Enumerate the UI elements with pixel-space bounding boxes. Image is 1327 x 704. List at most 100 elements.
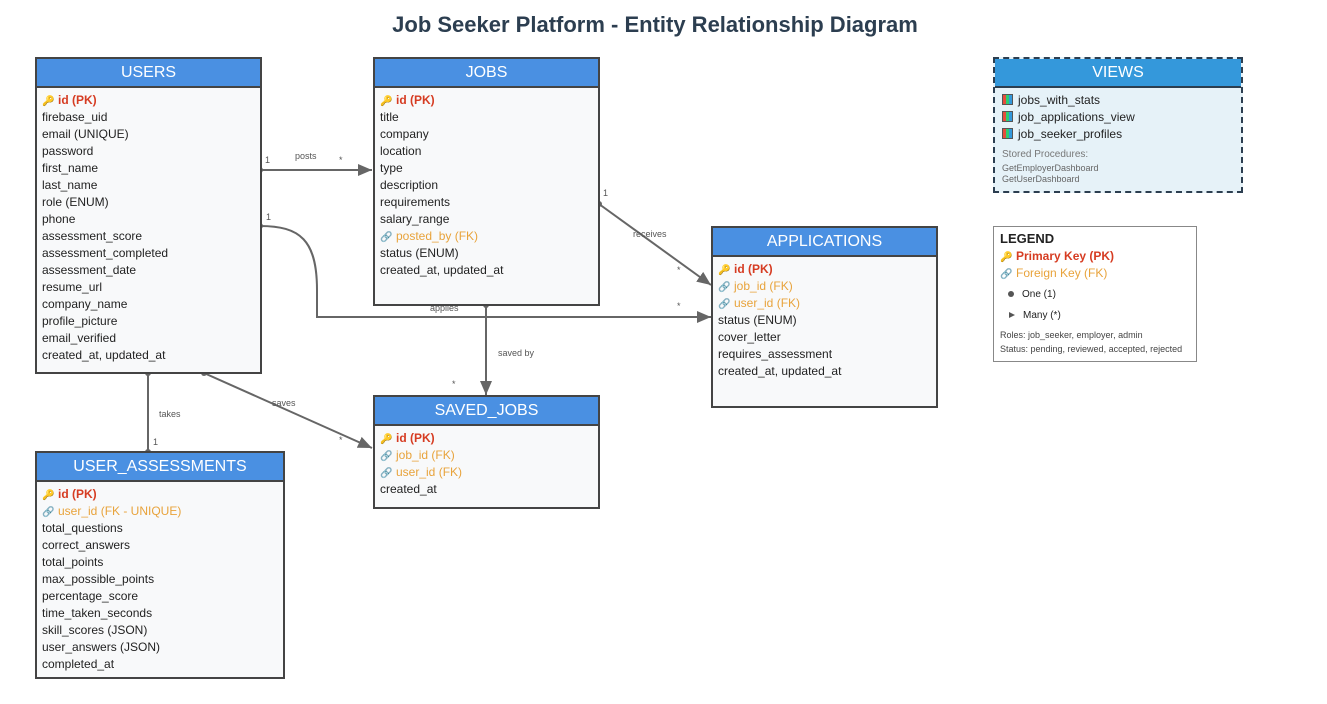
field: first_name [42, 161, 99, 175]
field-pk: 🔑id (PK) [718, 261, 936, 278]
field: phone [42, 212, 76, 226]
rel-receives-from: 1 [603, 188, 608, 198]
rel-saved-by-label: saved by [498, 348, 535, 358]
field: type [380, 161, 403, 175]
entity-saved-jobs-title: SAVED_JOBS [375, 397, 598, 426]
rel-saves-line [203, 372, 373, 449]
entity-applications-title: APPLICATIONS [713, 228, 936, 257]
rel-receives-label: receives [633, 229, 667, 239]
dot-icon [1008, 290, 1014, 297]
field: skill_scores (JSON) [42, 623, 148, 637]
link-icon: 🔗 [380, 451, 393, 462]
field-fk: 🔗job_id (FK) [718, 278, 936, 295]
field: firebase_uid [42, 110, 108, 124]
field: created_at, updated_at [42, 348, 166, 362]
link-icon: 🔗 [718, 282, 731, 293]
rel-saves-label: saves [272, 398, 296, 408]
field: last_name [42, 178, 98, 192]
views-box: VIEWS jobs_with_stats job_applications_v… [993, 57, 1243, 193]
field: time_taken_seconds [42, 606, 153, 620]
field: email_verified [42, 331, 117, 345]
field: password [42, 144, 94, 158]
legend-many: Many (*) [1000, 306, 1196, 325]
field: cover_letter [718, 330, 781, 344]
field: requires_assessment [718, 347, 833, 361]
key-icon: 🔑 [1000, 252, 1013, 263]
arrow-icon [1009, 312, 1015, 319]
field: status (ENUM) [380, 246, 459, 260]
link-icon: 🔗 [1000, 269, 1013, 280]
entity-user-assessments: USER_ASSESSMENTS 🔑id (PK) 🔗user_id (FK -… [35, 451, 285, 679]
entity-applications-fields: 🔑id (PK) 🔗job_id (FK) 🔗user_id (FK) stat… [713, 257, 936, 380]
link-icon: 🔗 [42, 507, 55, 518]
rel-receives-line [598, 203, 712, 286]
entity-jobs-title: JOBS [375, 59, 598, 88]
legend-fk: 🔗Foreign Key (FK) [1000, 266, 1108, 280]
field-fk: 🔗user_id (FK) [718, 295, 936, 312]
entity-applications: APPLICATIONS 🔑id (PK) 🔗job_id (FK) 🔗user… [711, 226, 938, 408]
field-pk: 🔑id (PK) [42, 486, 283, 503]
views-list: jobs_with_stats job_applications_view jo… [995, 88, 1241, 185]
field: company_name [42, 297, 128, 311]
stored-procedure: GetUserDashboard [1002, 174, 1080, 184]
legend-title: LEGEND [1000, 231, 1055, 246]
key-icon: 🔑 [380, 96, 393, 107]
field: total_questions [42, 521, 123, 535]
view-item: job_applications_view [1002, 109, 1241, 126]
legend-one: One (1) [1000, 285, 1196, 304]
field: salary_range [380, 212, 450, 226]
entity-saved-jobs: SAVED_JOBS 🔑id (PK) 🔗job_id (FK) 🔗user_i… [373, 395, 600, 509]
entity-jobs-fields: 🔑id (PK) title company location type des… [375, 88, 598, 279]
field: requirements [380, 195, 451, 209]
field: user_answers (JSON) [42, 640, 161, 654]
entity-users-title: USERS [37, 59, 260, 88]
rel-applies-from: 1 [266, 212, 271, 222]
rel-applies-line [259, 225, 711, 323]
entity-user-assessments-fields: 🔑id (PK) 🔗user_id (FK - UNIQUE) total_qu… [37, 482, 283, 673]
field: percentage_score [42, 589, 139, 603]
legend-status: Status: pending, reviewed, accepted, rej… [1000, 344, 1183, 354]
key-icon: 🔑 [42, 96, 55, 107]
legend-box: LEGEND 🔑Primary Key (PK) 🔗Foreign Key (F… [993, 226, 1197, 362]
field: title [380, 110, 399, 124]
view-item: job_seeker_profiles [1002, 126, 1241, 143]
field: resume_url [42, 280, 103, 294]
field-pk: 🔑id (PK) [380, 92, 598, 109]
legend-pk: 🔑Primary Key (PK) [1000, 249, 1115, 263]
field-fk: 🔗posted_by (FK) [380, 228, 598, 245]
link-icon: 🔗 [718, 299, 731, 310]
views-title: VIEWS [995, 59, 1241, 88]
field-fk: 🔗user_id (FK - UNIQUE) [42, 503, 283, 520]
entity-saved-jobs-fields: 🔑id (PK) 🔗job_id (FK) 🔗user_id (FK) crea… [375, 426, 598, 498]
bar-chart-icon [1002, 128, 1013, 139]
field: assessment_completed [42, 246, 169, 260]
rel-applies-to: * [677, 301, 681, 311]
field: location [380, 144, 422, 158]
field-fk: 🔗user_id (FK) [380, 464, 598, 481]
field: total_points [42, 555, 104, 569]
entity-users-fields: 🔑id (PK) firebase_uid email (UNIQUE) pas… [37, 88, 260, 364]
stored-procedure: GetEmployerDashboard [1002, 163, 1099, 173]
field-pk: 🔑id (PK) [42, 92, 260, 109]
rel-posts-to: * [339, 155, 343, 165]
field: completed_at [42, 657, 115, 671]
field-fk: 🔗job_id (FK) [380, 447, 598, 464]
field-pk: 🔑id (PK) [380, 430, 598, 447]
field: created_at, updated_at [380, 263, 504, 277]
field: status (ENUM) [718, 313, 797, 327]
field: assessment_date [42, 263, 137, 277]
rel-posts-label: posts [295, 151, 317, 161]
field: role (ENUM) [42, 195, 109, 209]
legend-roles: Roles: job_seeker, employer, admin [1000, 330, 1143, 340]
link-icon: 🔗 [380, 468, 393, 479]
field: assessment_score [42, 229, 143, 243]
field: description [380, 178, 439, 192]
entity-users: USERS 🔑id (PK) firebase_uid email (UNIQU… [35, 57, 262, 374]
rel-receives-to: * [677, 265, 681, 275]
rel-saves-to: * [339, 435, 343, 445]
rel-applies-label: applies [430, 303, 459, 313]
link-icon: 🔗 [380, 232, 393, 243]
field: created_at, updated_at [718, 364, 842, 378]
rel-takes-to: 1 [153, 437, 158, 447]
bar-chart-icon [1002, 111, 1013, 122]
